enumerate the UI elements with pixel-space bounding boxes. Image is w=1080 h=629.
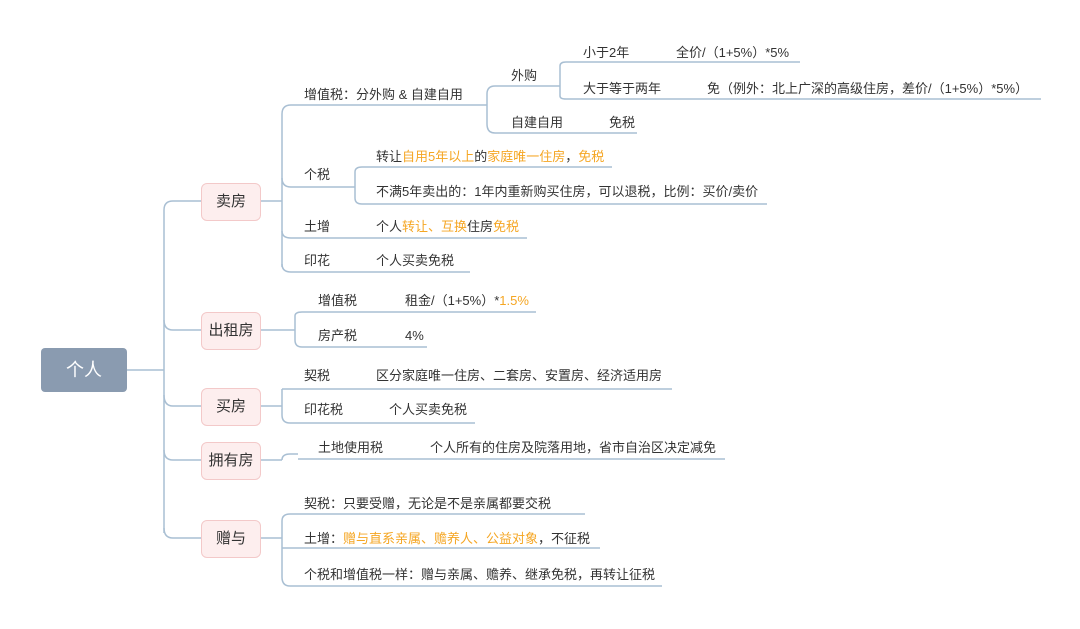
- category-gift[interactable]: 赠与: [201, 520, 261, 558]
- category-buy[interactable]: 买房: [201, 388, 261, 426]
- category-own[interactable]: 拥有房: [201, 442, 261, 480]
- sell-stamp-value: 个人买卖免税: [376, 253, 455, 268]
- sell-vat-ge2-value: 免（例外：北上广深的高级住房，差价/（1+5%）*5%）: [707, 81, 1029, 96]
- sell-pit-node[interactable]: 个税: [304, 167, 331, 182]
- own-land-value: 个人所有的住房及院落用地，省市自治区决定减免: [430, 440, 717, 455]
- gift-lat-node[interactable]: 土增：赠与直系亲属、赡养人、公益对象，不征税: [304, 531, 591, 546]
- own-land-node[interactable]: 土地使用税: [318, 440, 384, 455]
- sell-vat-ge2-node[interactable]: 大于等于两年: [583, 81, 662, 96]
- sell-vat-node[interactable]: 增值税：分外购 & 自建自用: [304, 87, 463, 102]
- sell-vat-lt2-value: 全价/（1+5%）*5%: [676, 45, 790, 60]
- sell-lat-node[interactable]: 土增: [304, 219, 331, 234]
- sell-stamp-node[interactable]: 印花: [304, 253, 331, 268]
- rent-property-value: 4%: [405, 328, 424, 343]
- sell-vat-outside-node[interactable]: 外购: [511, 68, 538, 83]
- sell-vat-selfbuilt-node[interactable]: 自建自用: [511, 115, 564, 130]
- buy-deed-value: 区分家庭唯一住房、二套房、安置房、经济适用房: [376, 368, 663, 383]
- category-sell[interactable]: 卖房: [201, 183, 261, 221]
- sell-pit-line1: 转让自用5年以上的家庭唯一住房，免税: [376, 149, 605, 164]
- sell-pit-line2: 不满5年卖出的：1年内重新购买住房，可以退税，比例：买价/卖价: [376, 184, 759, 199]
- rent-property-node[interactable]: 房产税: [318, 328, 358, 343]
- category-rent[interactable]: 出租房: [201, 312, 261, 350]
- buy-deed-node[interactable]: 契税: [304, 368, 331, 383]
- gift-pit-node[interactable]: 个税和增值税一样：赠与亲属、赡养、继承免税，再转让征税: [304, 567, 656, 582]
- root-node[interactable]: 个人: [41, 348, 127, 392]
- rent-vat-value: 租金/（1+5%）*1.5%: [405, 293, 529, 308]
- rent-vat-node[interactable]: 增值税: [318, 293, 358, 308]
- sell-vat-selfbuilt-value: 免税: [609, 115, 636, 130]
- buy-stamp-value: 个人买卖免税: [389, 402, 468, 417]
- gift-deed-node[interactable]: 契税：只要受赠，无论是不是亲属都要交税: [304, 496, 552, 511]
- sell-lat-value: 个人转让、互换住房免税: [376, 219, 520, 234]
- buy-stamp-node[interactable]: 印花税: [304, 402, 344, 417]
- sell-vat-lt2-node[interactable]: 小于2年: [583, 45, 630, 60]
